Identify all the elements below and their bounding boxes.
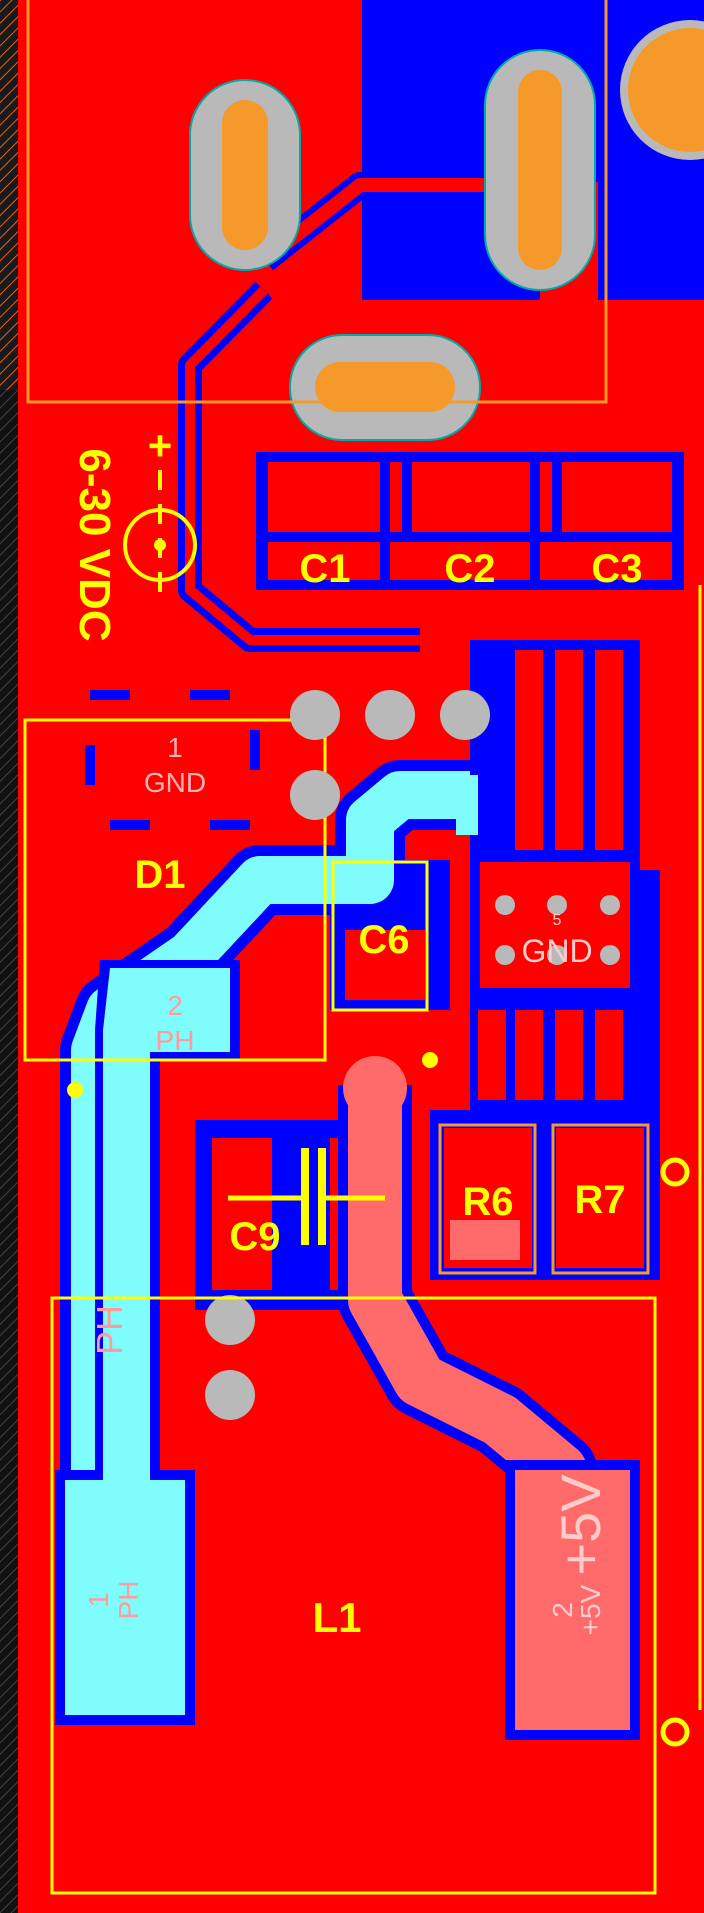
ic-pin-pad xyxy=(478,1010,506,1100)
r6-trace xyxy=(450,1220,520,1260)
ic-pin-pad xyxy=(515,1010,543,1100)
v5-net-via-pad xyxy=(343,1056,407,1120)
cap-bank-gap xyxy=(262,452,682,462)
d1-label: D1 xyxy=(134,853,185,897)
cap-bank-gap xyxy=(262,532,682,542)
via xyxy=(440,690,490,740)
l1-pad2-net: +5V xyxy=(575,1584,606,1635)
pin1-marker xyxy=(67,1082,83,1098)
r7-outline xyxy=(551,1123,650,1275)
l1-pad1-net: PH xyxy=(113,1581,144,1620)
ic-via xyxy=(600,945,620,965)
mount-marker xyxy=(660,1717,690,1747)
ic-via xyxy=(547,895,567,915)
ic-via xyxy=(547,945,567,965)
ic-pin-pad xyxy=(595,1010,623,1100)
connector-hole xyxy=(222,100,268,250)
cap-bank-gap xyxy=(262,580,682,590)
via xyxy=(365,690,415,740)
supply-voltage-label: 6-30 VDC xyxy=(70,448,119,641)
ph-side-label: PH xyxy=(89,1305,130,1355)
pin1-marker xyxy=(422,1052,438,1068)
ic-pin-pad xyxy=(555,650,583,850)
cap-bank-gap xyxy=(380,452,390,590)
ic-pin-pad xyxy=(555,1010,583,1100)
d1-pad2-net: PH xyxy=(156,1025,195,1056)
l1-outline xyxy=(50,1296,657,1895)
c9-label: C9 xyxy=(229,1215,280,1259)
via xyxy=(290,770,340,820)
r7-label: R7 xyxy=(574,1178,625,1222)
d1-pad1-number: 1 xyxy=(167,732,183,763)
plus-label: + xyxy=(148,422,173,469)
v5-net-pour xyxy=(515,1470,630,1730)
connector-hole xyxy=(518,70,562,270)
ic-via xyxy=(495,895,515,915)
via xyxy=(290,690,340,740)
board-edge-hatch xyxy=(0,390,18,1913)
r6-label: R6 xyxy=(462,1180,513,1224)
d1-pad1-outline xyxy=(85,690,260,830)
c6-pad xyxy=(345,930,425,1000)
via xyxy=(205,1370,255,1420)
cap-bank-gap xyxy=(552,462,562,532)
c6-label: C6 xyxy=(358,918,409,962)
l1-label: L1 xyxy=(312,1594,361,1641)
ic-pin-label: 5 xyxy=(553,912,562,929)
via xyxy=(205,1295,255,1345)
power-jack-symbol xyxy=(154,539,166,551)
ic-pin-pad xyxy=(595,650,623,850)
cap-bank-gap xyxy=(402,462,412,532)
d1-pad2-number: 2 xyxy=(167,990,183,1021)
mount-marker xyxy=(660,1157,690,1187)
connector-outline xyxy=(26,0,608,404)
connector-hole xyxy=(628,28,704,152)
ic-via xyxy=(600,895,620,915)
c6-outline xyxy=(331,860,429,1012)
c3-label: C3 xyxy=(591,547,642,591)
c2-label: C2 xyxy=(444,547,495,591)
ph-net-pour xyxy=(65,968,230,1715)
l1-pad1-number: 1 xyxy=(83,1592,114,1608)
ic-pin-pad xyxy=(515,650,543,850)
connector-hole xyxy=(315,362,455,412)
r6-outline xyxy=(438,1123,537,1275)
d1-pad1-net: GND xyxy=(144,767,206,798)
ic-thermal-pad xyxy=(476,858,634,992)
cap-bank-gap xyxy=(530,452,540,590)
c1-label: C1 xyxy=(299,547,350,591)
l1-pad2-number: 2 xyxy=(547,1602,578,1618)
ph-net-stub xyxy=(456,775,478,835)
r7-pad-area xyxy=(556,1128,644,1268)
l1-pad2-net-big: +5V xyxy=(549,1474,612,1576)
cap-bank-gap xyxy=(256,452,268,590)
c9-pad xyxy=(212,1138,272,1290)
cap-bank-gap xyxy=(672,452,684,590)
board-edge-hatch-top xyxy=(0,0,18,390)
ic-via xyxy=(495,945,515,965)
ic-gnd-label: GND xyxy=(521,933,592,969)
trace xyxy=(185,286,420,645)
d1-outline xyxy=(23,718,327,1062)
